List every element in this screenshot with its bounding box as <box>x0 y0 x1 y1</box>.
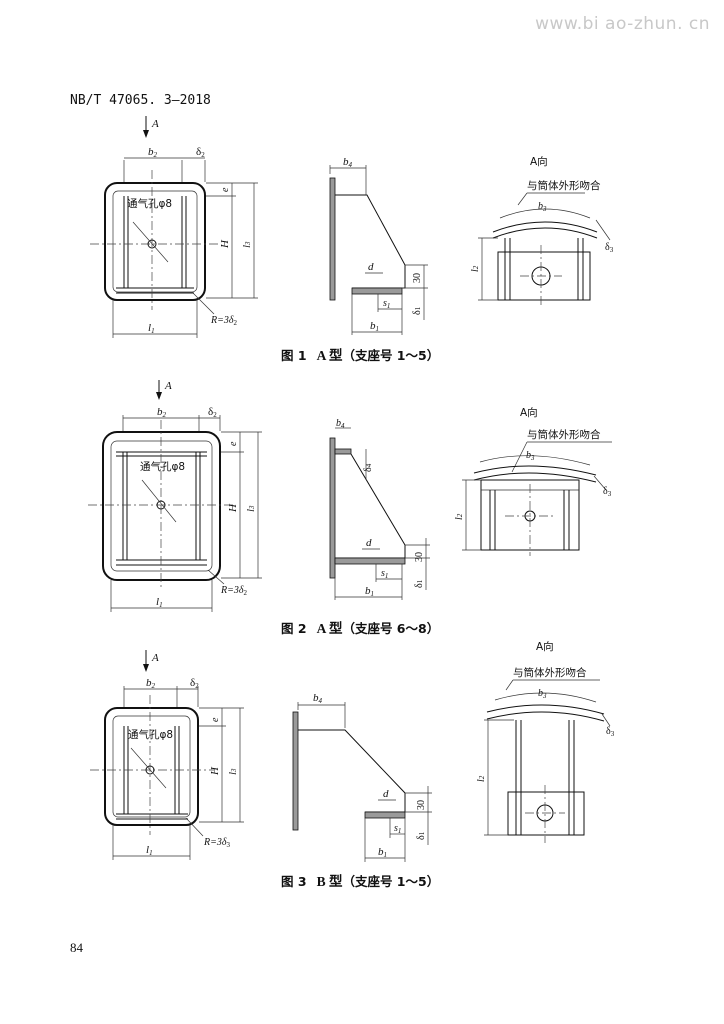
svg-text:A: A <box>151 118 159 130</box>
svg-text:H: H <box>209 766 221 776</box>
svg-text:A: A <box>151 652 159 664</box>
svg-text:d: d <box>383 788 389 800</box>
svg-text:30: 30 <box>414 552 425 562</box>
svg-text:s1: s1 <box>394 823 401 835</box>
svg-text:δ2: δ2 <box>196 146 205 159</box>
svg-text:δ2: δ2 <box>208 406 217 419</box>
svg-text:R=3δ2: R=3δ2 <box>220 585 248 597</box>
svg-text:A: A <box>164 380 172 392</box>
svg-text:l2: l2 <box>470 265 481 272</box>
svg-text:s1: s1 <box>381 568 388 580</box>
svg-text:R=3δ3: R=3δ3 <box>203 837 231 849</box>
fig2-a-view: A向 与筒体外形吻合 b3 l2 δ3 <box>454 406 612 556</box>
svg-text:b4: b4 <box>343 156 353 169</box>
svg-text:通气孔φ8: 通气孔φ8 <box>140 460 185 473</box>
fig1-a-view: A向 与筒体外形吻合 b3 l2 δ3 <box>470 155 614 308</box>
fig2-side-view: b4 δ4 d s1 b1 30 δ1 <box>329 418 430 600</box>
svg-text:b2: b2 <box>146 677 156 690</box>
svg-text:l2: l2 <box>454 513 465 520</box>
svg-text:l3: l3 <box>241 241 253 248</box>
fig1-front-view: A 通气孔φ8 b2 δ2 e H l3 l1 R=3δ2 <box>90 116 258 338</box>
svg-text:A向: A向 <box>530 155 548 168</box>
svg-text:30: 30 <box>416 800 427 810</box>
fig3-front-view: A 通气孔φ8 b2 δ2 e H l3 l1 R=3δ3 <box>90 650 244 860</box>
svg-text:δ1: δ1 <box>416 831 427 840</box>
figure-1-drawing: A 通气孔φ8 b2 δ2 e H l3 l1 R=3δ2 <box>90 116 614 338</box>
svg-text:b4: b4 <box>313 692 323 705</box>
standard-number: NB/T 47065. 3—2018 <box>70 93 211 108</box>
svg-text:e: e <box>228 441 239 446</box>
svg-text:与筒体外形吻合: 与筒体外形吻合 <box>527 428 601 441</box>
svg-text:l1: l1 <box>156 596 163 609</box>
svg-text:H: H <box>227 503 239 513</box>
svg-text:通气孔φ8: 通气孔φ8 <box>128 728 173 741</box>
page-number: 84 <box>70 940 83 955</box>
svg-text:30: 30 <box>412 273 423 283</box>
svg-text:s1: s1 <box>383 298 390 310</box>
site-watermark: www.bi ao-zhun. cn <box>535 14 710 34</box>
fig3-a-view: A向 与筒体外形吻合 b3 l2 δ3 <box>476 640 615 843</box>
svg-text:b1: b1 <box>378 846 387 859</box>
svg-text:A向: A向 <box>536 640 554 653</box>
svg-text:δ3: δ3 <box>603 486 612 498</box>
svg-text:H: H <box>219 239 231 249</box>
svg-text:l2: l2 <box>476 775 487 782</box>
svg-text:b1: b1 <box>365 585 374 598</box>
svg-text:d: d <box>366 537 372 549</box>
figure-3-drawing: A 通气孔φ8 b2 δ2 e H l3 l1 R=3δ3 b4 <box>90 640 615 862</box>
svg-text:l1: l1 <box>146 844 153 857</box>
svg-text:b4: b4 <box>336 418 345 430</box>
svg-text:l3: l3 <box>227 768 239 775</box>
svg-text:δ4: δ4 <box>363 463 374 472</box>
svg-text:R=3δ2: R=3δ2 <box>210 315 238 327</box>
svg-text:与筒体外形吻合: 与筒体外形吻合 <box>527 179 601 192</box>
svg-text:δ3: δ3 <box>606 726 615 738</box>
figure-2-drawing: A 通气孔φ8 b2 δ2 e H l3 l1 R=3δ2 <box>88 380 612 612</box>
svg-text:e: e <box>220 187 231 192</box>
fig1-side-view: b4 d s1 b1 30 δ1 <box>329 156 428 335</box>
svg-text:d: d <box>368 261 374 273</box>
svg-text:b3: b3 <box>538 688 547 700</box>
svg-text:b2: b2 <box>148 146 158 159</box>
svg-text:δ3: δ3 <box>605 242 614 254</box>
svg-text:b1: b1 <box>370 320 379 333</box>
svg-text:b2: b2 <box>157 406 167 419</box>
fig2-front-view: A 通气孔φ8 b2 δ2 e H l3 l1 R=3δ2 <box>88 380 262 612</box>
svg-text:l3: l3 <box>245 505 257 512</box>
svg-text:A向: A向 <box>520 406 538 419</box>
svg-text:b3: b3 <box>538 201 547 213</box>
svg-text:通气孔φ8: 通气孔φ8 <box>127 197 172 210</box>
svg-text:与筒体外形吻合: 与筒体外形吻合 <box>513 666 587 679</box>
fig3-side-view: b4 d s1 b1 30 δ1 <box>292 692 432 862</box>
svg-text:b3: b3 <box>526 450 535 462</box>
svg-text:e: e <box>210 717 221 722</box>
svg-text:δ2: δ2 <box>190 677 199 690</box>
svg-text:l1: l1 <box>148 322 155 335</box>
svg-text:δ1: δ1 <box>412 306 423 315</box>
svg-text:δ1: δ1 <box>414 579 425 588</box>
